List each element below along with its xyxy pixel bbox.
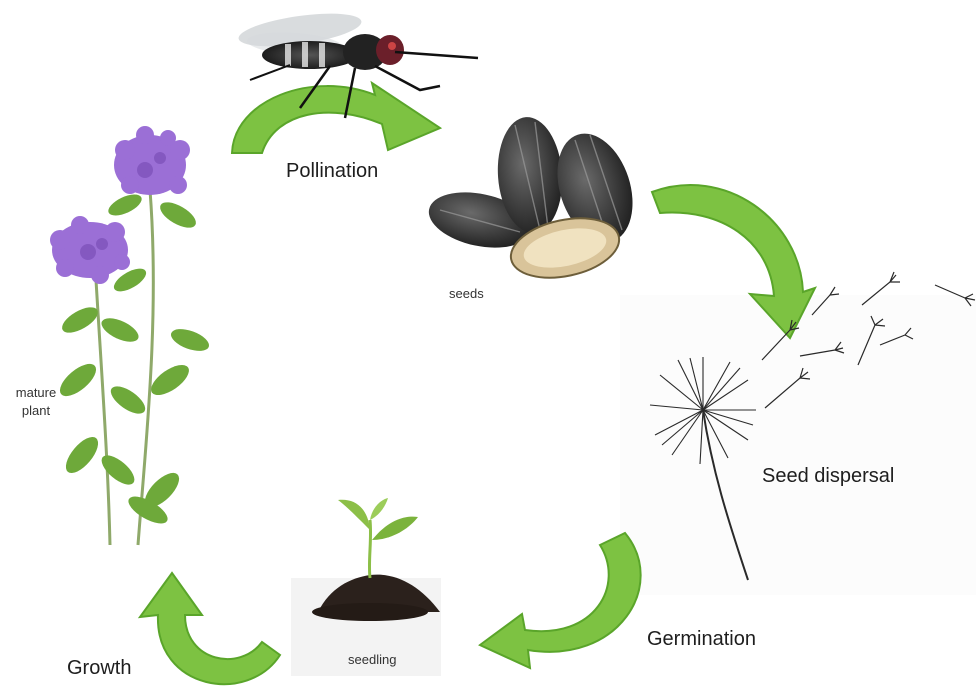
- mature-caption-line2: plant: [6, 402, 66, 420]
- seed-dispersal-label: Seed dispersal: [762, 465, 894, 488]
- cycle-arrow-icon: [140, 573, 280, 684]
- germination-label: Germination: [647, 628, 756, 651]
- dandelion-icon: [650, 272, 975, 580]
- pollination-label: Pollination: [286, 160, 378, 183]
- cycle-arrow-icon: [652, 185, 815, 338]
- cycle-arrow-icon: [232, 83, 440, 153]
- seeds-caption: seeds: [449, 286, 484, 301]
- cycle-arrow-icon: [480, 533, 641, 668]
- sunflower-seeds-icon: [424, 115, 646, 287]
- growth-label: Growth: [67, 657, 131, 680]
- seedling-caption: seedling: [348, 652, 396, 667]
- mature-caption-line1: mature: [6, 384, 66, 402]
- seedling-icon: [312, 498, 440, 621]
- thyme-plant-icon: [50, 126, 212, 545]
- mature-plant-caption: mature plant: [6, 384, 66, 420]
